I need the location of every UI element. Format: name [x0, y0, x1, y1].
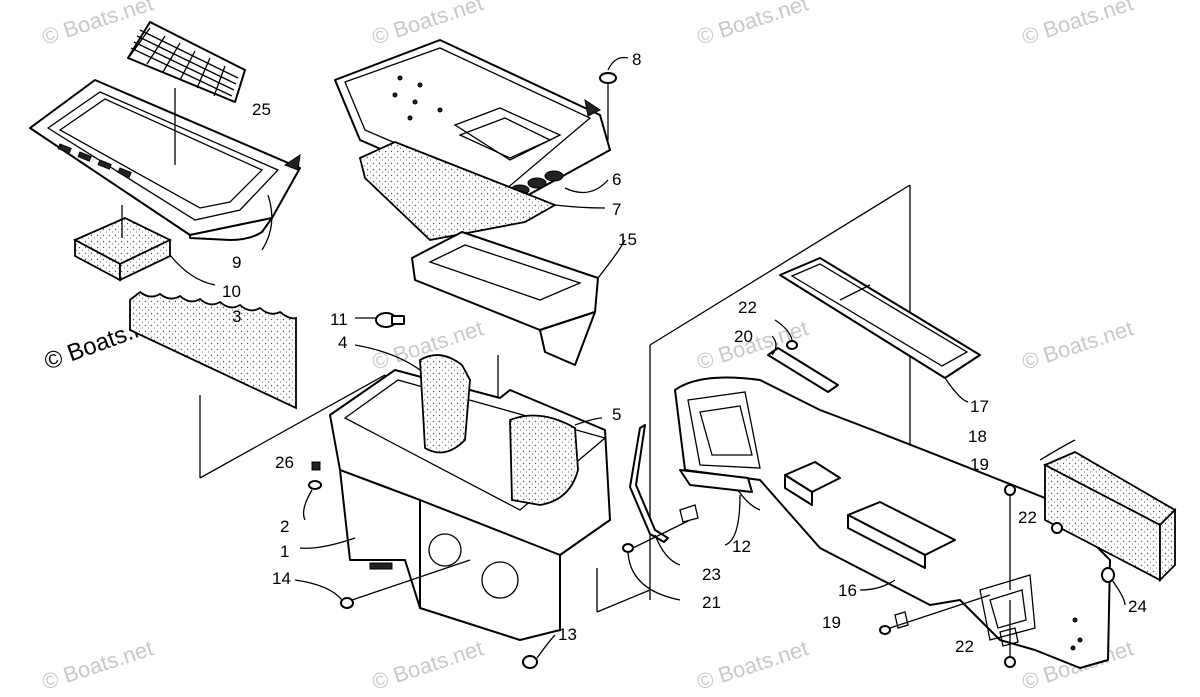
callout-23: 23	[702, 565, 721, 584]
leader-line	[771, 335, 777, 356]
part-2-bolt	[302, 480, 322, 521]
callout-labels: 25 8 6 7 9 10 15 3 11 4 5 26 2 1 14 13 2…	[222, 50, 1147, 656]
part-21-screw	[622, 519, 691, 601]
part-18-foam	[1042, 450, 1177, 583]
leader-line	[564, 179, 609, 194]
callout-18: 18	[968, 427, 987, 446]
callout-15: 15	[618, 230, 637, 249]
callout-19: 19	[822, 613, 841, 632]
leader-line	[597, 239, 626, 279]
part-7-foam	[358, 141, 558, 241]
callout-12: 12	[732, 537, 751, 556]
callout-22: 22	[1018, 508, 1037, 527]
part-22-nut-lower	[999, 600, 1019, 668]
watermark: © Boats.net	[369, 635, 486, 694]
part-1-airbox	[329, 369, 611, 641]
part-22-nut-right	[1051, 522, 1063, 534]
part-8-screw	[599, 56, 629, 140]
part-15-filter	[411, 231, 599, 366]
callout-2: 2	[280, 517, 289, 536]
part-19-screw-upper	[1004, 484, 1016, 590]
leader-line	[299, 537, 356, 549]
callout-25: 25	[252, 100, 271, 119]
leader-line	[596, 589, 651, 613]
leader-line	[261, 194, 273, 251]
callout-3: 3	[232, 307, 241, 326]
leader-line	[649, 184, 911, 346]
callout-24: 24	[1128, 597, 1147, 616]
part-9-cover	[29, 79, 301, 241]
gasket-ring	[679, 504, 699, 523]
watermark: © Boats.net	[369, 0, 486, 50]
part-14-screw	[294, 559, 471, 609]
callout-6: 6	[612, 170, 621, 189]
part-19-screw-lower	[879, 594, 991, 635]
callout-1: 1	[280, 542, 289, 561]
leader-line	[859, 579, 896, 591]
part-12-clamp	[679, 469, 761, 546]
part-25-screen	[127, 21, 246, 103]
part-22-nut-upper	[774, 319, 798, 350]
callout-10: 10	[222, 282, 241, 301]
part-26-clip	[311, 461, 321, 471]
watermark: © Boats.net	[39, 635, 156, 694]
part-17-gasket	[779, 257, 981, 379]
leader-line	[574, 417, 603, 426]
callout-13: 13	[558, 625, 577, 644]
part-5-foam	[509, 414, 579, 506]
callout-26: 26	[275, 453, 294, 472]
watermark: © Boats.net	[1019, 0, 1136, 50]
watermark: © Boats.net	[694, 635, 811, 694]
callout-11: 11	[330, 310, 348, 329]
callout-16: 16	[838, 581, 857, 600]
leader-line	[169, 254, 216, 286]
callout-17: 17	[970, 397, 989, 416]
part-20-plate	[767, 347, 839, 393]
callout-22: 22	[738, 298, 757, 317]
callout-14: 14	[272, 569, 291, 588]
callout-5: 5	[612, 405, 621, 424]
part-13-nut	[522, 634, 556, 669]
part-10-foam-pad	[72, 217, 173, 282]
leader-line	[354, 344, 421, 371]
part-4-foam	[419, 354, 471, 454]
callout-9: 9	[232, 253, 241, 272]
callout-22: 22	[955, 637, 974, 656]
part-23-rod	[629, 424, 681, 566]
part-24-plug	[1101, 567, 1126, 606]
callout-7: 7	[612, 200, 621, 219]
leader-line	[944, 377, 969, 403]
callout-8: 8	[632, 50, 641, 69]
leader-line	[554, 204, 606, 209]
part-3-foam-strip	[129, 290, 297, 410]
leader-line	[1039, 439, 1076, 461]
watermark: © Boats.net	[1019, 315, 1136, 374]
leader-line	[199, 374, 386, 479]
callout-20: 20	[734, 327, 753, 346]
callout-19: 19	[970, 455, 989, 474]
part-16-intake-duct	[674, 376, 1111, 669]
part-11-knob	[355, 312, 405, 328]
callout-4: 4	[338, 333, 347, 352]
watermark: © Boats.net	[694, 0, 811, 50]
callout-21: 21	[702, 593, 721, 612]
